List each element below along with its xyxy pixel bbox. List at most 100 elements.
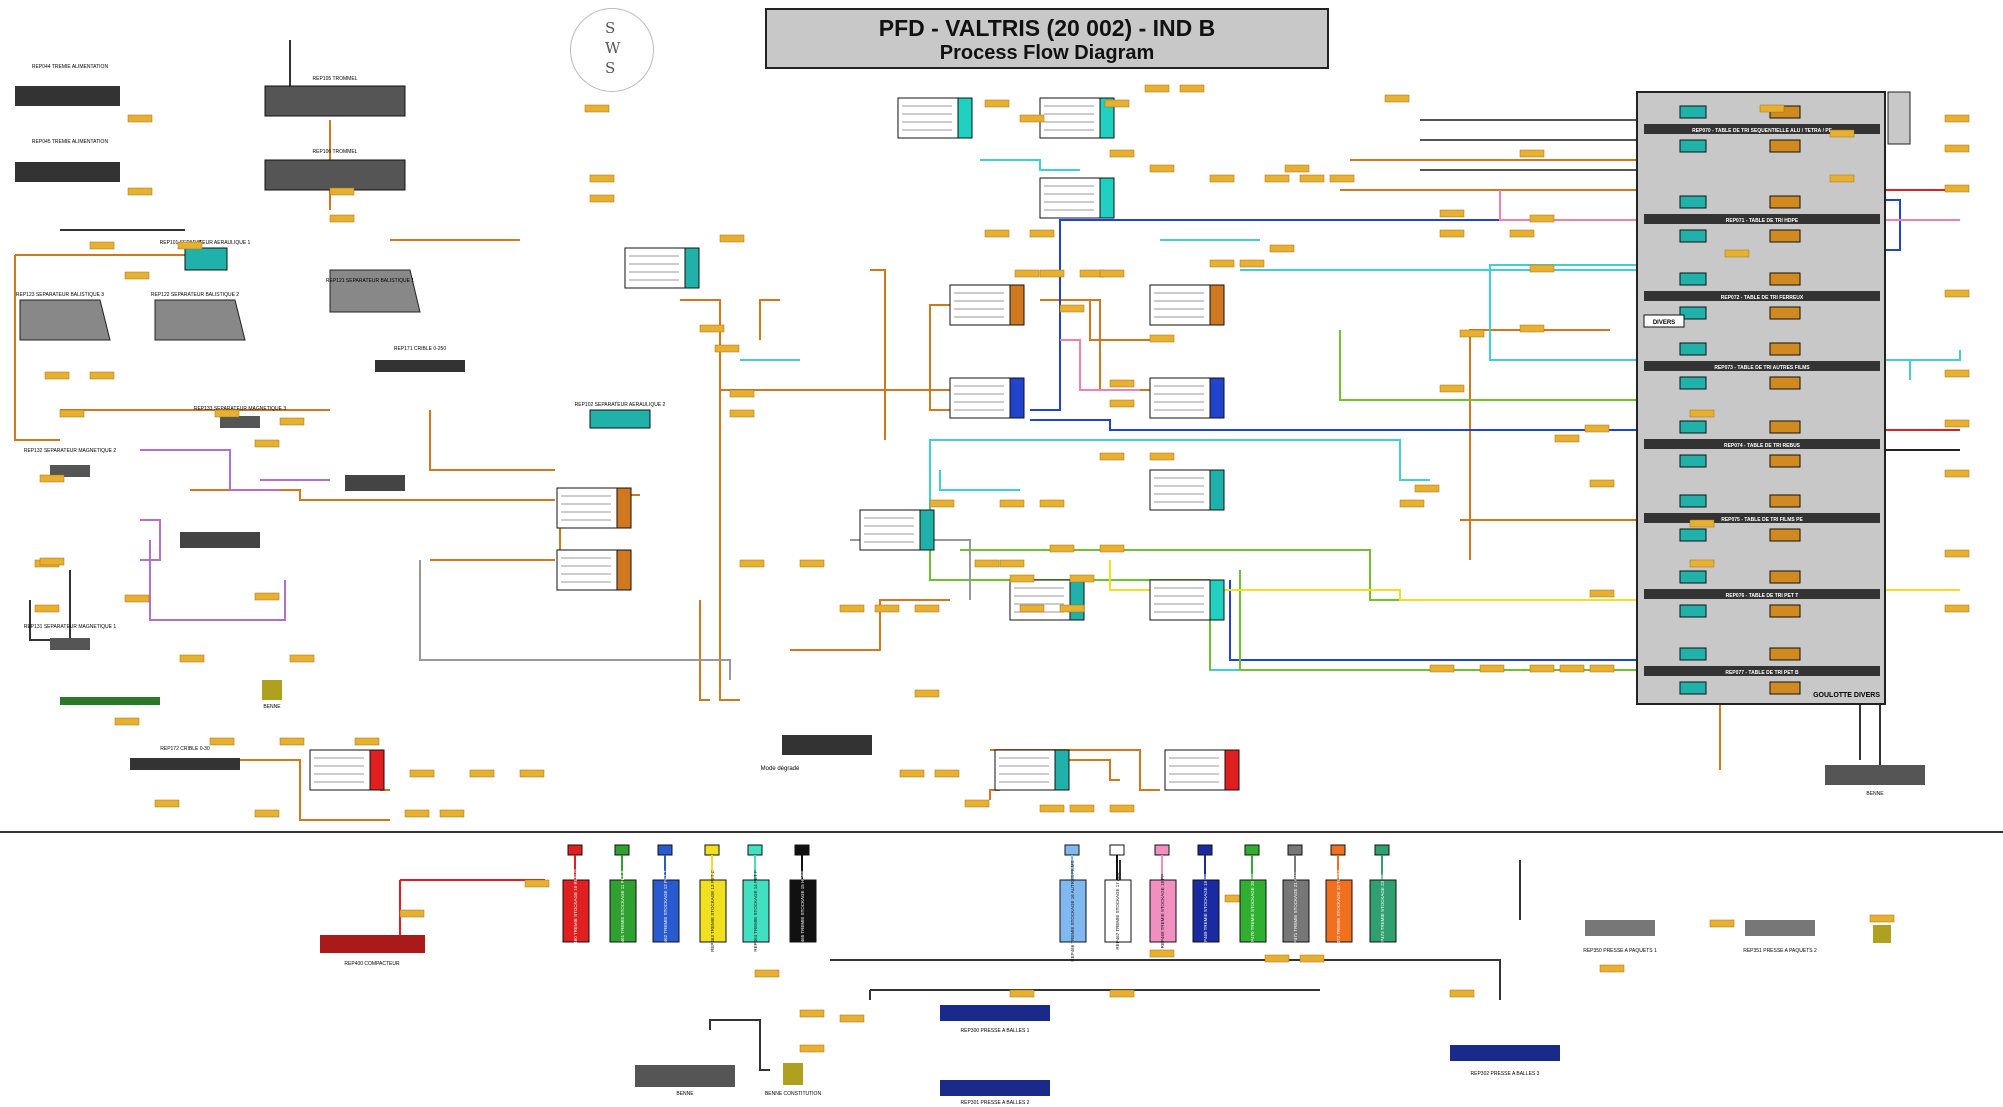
trommel-2-label: REP106 TROMMEL [313, 149, 358, 155]
sorting-table-label: REP071 - TABLE DE TRI HDPE [1726, 218, 1799, 224]
tag-label [329, 187, 355, 196]
tag-label [1109, 989, 1135, 998]
tag-label [39, 474, 65, 483]
diagram-subtitle: Process Flow Diagram [939, 42, 1155, 64]
benne-cs [783, 1063, 803, 1085]
tag-label [1264, 174, 1290, 183]
crible2-label: REP172 CRIBLE 0-30 [160, 746, 210, 752]
storage-bin: REP472 TREMIE STOCKAGE 22 TETRA [1325, 844, 1353, 953]
diagram-title: PFD - VALTRIS (20 002) - IND B [878, 15, 1216, 41]
flow-line [429, 410, 555, 471]
tag-label [59, 409, 85, 418]
tag-label [1509, 229, 1535, 238]
bin-marker [1330, 844, 1346, 856]
tag-label [729, 409, 755, 418]
bin-label: REP463 TREMIE STOCKAGE 13 PET C [710, 869, 715, 952]
balance-unit [1149, 469, 1225, 511]
tag-label [179, 654, 205, 663]
storage-bin: REP467 TREMIE STOCKAGE 17 ALU [1104, 844, 1132, 950]
flow-line [940, 439, 1430, 481]
hopper-conveyor-1 [15, 86, 120, 106]
storage-bin: REP471 TREMIE STOCKAGE 21 ALU [1282, 844, 1310, 950]
tag-label [964, 799, 990, 808]
mag-3-label: REP133 SEPARATEUR MAGNETIQUE 3 [194, 406, 287, 412]
tag-label [874, 604, 900, 613]
sorting-station [1679, 139, 1707, 153]
balance-sidebar [1209, 284, 1225, 326]
tag-label [1109, 804, 1135, 813]
tag-label [1689, 409, 1715, 418]
flow-line [989, 789, 1000, 800]
storage-bin: REP463 TREMIE STOCKAGE 13 PET C [699, 844, 727, 952]
balance-box [1039, 177, 1101, 219]
screen-0-250 [375, 360, 465, 372]
balance-unit [556, 487, 632, 529]
tag-label [289, 654, 315, 663]
bin-body [1325, 879, 1353, 943]
packet-press-1 [1585, 920, 1655, 936]
balance-unit [1009, 579, 1085, 621]
flow-line [149, 540, 286, 621]
tag-label [1529, 214, 1555, 223]
tag-label [214, 409, 240, 418]
tag-label [1109, 399, 1135, 408]
sorting-station [1679, 604, 1707, 618]
tag-label [1449, 989, 1475, 998]
benne-bottom [1873, 925, 1891, 943]
bin-marker [1064, 844, 1080, 856]
tag-label [1109, 149, 1135, 158]
balances [309, 97, 1240, 791]
tag-label [1029, 229, 1055, 238]
tag-label [127, 114, 153, 123]
bin-label: REP460 TREMIE STOCKAGE 10 REBUS [573, 869, 578, 953]
tag-label [124, 594, 150, 603]
balance-box [1149, 579, 1211, 621]
tag-label [984, 99, 1010, 108]
tag-label [1414, 484, 1440, 493]
benne-bottom-left [635, 1065, 735, 1087]
tag-label [589, 174, 615, 183]
flow-line [929, 550, 1210, 581]
bin-label: REP462 TREMIE STOCKAGE 12 PET T [663, 870, 668, 951]
tag-label [1829, 129, 1855, 138]
sorting-table-label: REP070 - TABLE DE TRI SEQUENTIELLE ALU /… [1692, 128, 1832, 134]
bin-label: REP473 TREMIE STOCKAGE 23 FE [1380, 874, 1385, 948]
compactor [320, 935, 425, 953]
tag-label [1099, 452, 1125, 461]
tag-label [44, 371, 70, 380]
divers-label: DIVERS [1653, 320, 1675, 326]
logo-letter-2: W [605, 39, 621, 57]
sorting-station [1679, 229, 1707, 243]
balance-unit [1149, 284, 1225, 326]
sorting-belt [1644, 513, 1880, 523]
tag-label [1944, 114, 1970, 123]
baler-1 [940, 1005, 1050, 1021]
tag-label [1264, 954, 1290, 963]
sorting-table-label: REP072 - TABLE DE TRI FERREUX [1721, 295, 1804, 301]
bin-label: REP464 TREMIE STOCKAGE 14 PET F [753, 870, 758, 952]
tag-label [1284, 164, 1310, 173]
tag-label [1529, 264, 1555, 273]
tag-label [1039, 499, 1065, 508]
balance-box [556, 549, 618, 591]
tag-label [1209, 174, 1235, 183]
benne-right-label: BENNE [1866, 791, 1884, 797]
tag-label [1944, 289, 1970, 298]
goulotte-label: GOULOTTE DIVERS [1813, 692, 1880, 699]
tag-label [1479, 664, 1505, 673]
tag-label [1944, 469, 1970, 478]
tag-label [1459, 329, 1485, 338]
tag-label [1099, 544, 1125, 553]
tag-label [999, 559, 1025, 568]
tag-label [1059, 304, 1085, 313]
sorting-station [1679, 454, 1707, 468]
bin-label: REP468 TREMIE STOCKAGE 18 PP [1160, 874, 1165, 949]
bin-body [652, 879, 680, 943]
balance-sidebar [369, 749, 385, 791]
aer-2-label: REP102 SEPARATEUR AERAULIQUE 2 [575, 402, 666, 408]
balance-sidebar [616, 549, 632, 591]
sorting-station [1769, 647, 1801, 661]
sorting-table: REP072 - TABLE DE TRI FERREUX [1644, 272, 1880, 320]
tag-label [1144, 84, 1170, 93]
balance-sidebar [684, 247, 700, 289]
